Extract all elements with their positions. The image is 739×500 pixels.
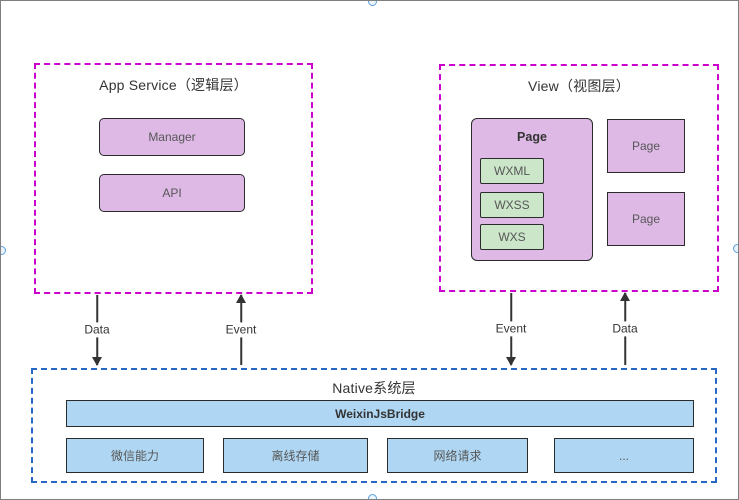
arrow-label: Data <box>81 322 113 338</box>
weixinjsbridge-node-label: WeixinJsBridge <box>335 406 425 421</box>
connection-handle-left-icon <box>1 246 6 255</box>
view-title: View（视图层） <box>528 78 630 94</box>
offline-storage-node: 离线存储 <box>223 438 368 473</box>
arrowhead-up-icon <box>620 292 630 301</box>
arrow-label: Data <box>609 321 641 337</box>
connection-handle-bottom-icon <box>368 494 377 499</box>
wxs-node: WXS <box>480 224 544 250</box>
app-service-group: App Service（逻辑层） Manager API <box>34 63 313 294</box>
wechat-capability-node: 微信能力 <box>66 438 204 473</box>
arrowhead-up-icon <box>236 294 246 303</box>
page-container-label: Page <box>517 130 547 144</box>
page-node-bottom: Page <box>607 192 685 246</box>
wxs-node-label: WXS <box>498 230 526 244</box>
wxss-node-label: WXSS <box>494 198 530 212</box>
native-title: Native系统层 <box>332 380 416 396</box>
arrow-event-native-to-appservice: Event <box>222 294 260 365</box>
manager-node: Manager <box>99 118 245 156</box>
arrow-event-view-to-native: Event <box>492 293 530 366</box>
wxml-node-label: WXML <box>494 164 530 178</box>
page-node-top: Page <box>607 119 685 173</box>
offline-storage-label: 离线存储 <box>271 449 320 463</box>
page-node-bottom-label: Page <box>631 212 661 226</box>
weixinjsbridge-node: WeixinJsBridge <box>66 400 694 427</box>
arrow-data-native-to-view: Data <box>609 292 641 365</box>
arrow-label: Event <box>222 322 260 338</box>
api-node-label: API <box>162 186 182 200</box>
page-container-node: Page WXML WXSS WXS <box>471 118 593 261</box>
more-modules-node: ... <box>554 438 694 473</box>
wxml-node: WXML <box>480 158 544 184</box>
api-node: API <box>99 174 245 212</box>
page-node-top-label: Page <box>631 139 661 153</box>
more-modules-label: ... <box>618 448 629 463</box>
connection-handle-top-icon <box>368 1 377 6</box>
arrow-label: Event <box>492 321 530 337</box>
connection-handle-right-icon <box>733 244 738 253</box>
app-service-title: App Service（逻辑层） <box>99 77 248 93</box>
manager-node-label: Manager <box>148 130 196 144</box>
native-group: Native系统层 WeixinJsBridge 微信能力 离线存储 网络请求 … <box>31 368 717 483</box>
wechat-capability-label: 微信能力 <box>110 449 159 463</box>
arrowhead-down-icon <box>506 357 516 366</box>
network-request-node: 网络请求 <box>387 438 528 473</box>
arrowhead-down-icon <box>92 357 102 366</box>
view-group: View（视图层） Page WXML WXSS WXS Page Page <box>439 64 719 292</box>
network-request-label: 网络请求 <box>433 449 482 463</box>
wxss-node: WXSS <box>480 192 544 218</box>
arrow-data-appservice-to-native: Data <box>81 295 113 366</box>
